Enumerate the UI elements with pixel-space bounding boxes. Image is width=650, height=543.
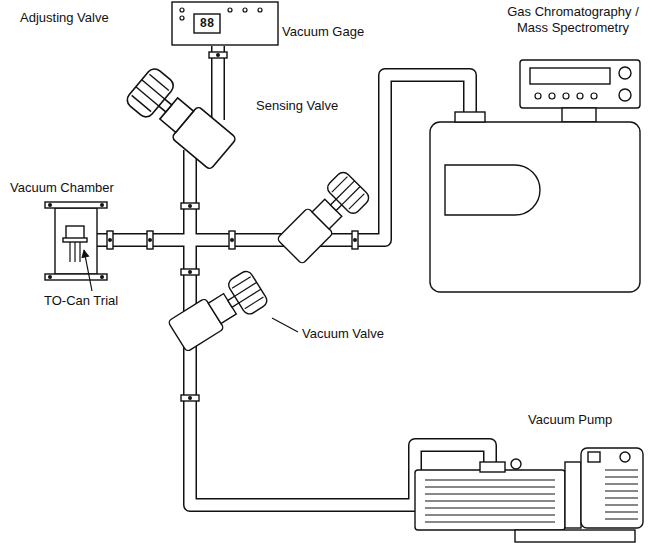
component-label: Gas Chromatography / Mass Spectrometry	[500, 4, 646, 36]
component-label: Adjusting Valve	[20, 10, 109, 26]
display-digits: 88	[200, 17, 214, 31]
cooling-fin	[425, 500, 555, 501]
cooling-fin	[605, 469, 638, 470]
cooling-fin	[605, 504, 638, 505]
component-label: TO-Can Trial	[44, 293, 118, 309]
cooling-fin	[425, 514, 555, 515]
cooling-fin	[425, 486, 555, 487]
cooling-fin	[605, 490, 638, 491]
cooling-fin	[605, 497, 638, 498]
cooling-fin	[425, 507, 555, 508]
cooling-fin	[425, 479, 555, 480]
component-label: Vacuum Pump	[528, 412, 612, 428]
cooling-fin	[605, 476, 638, 477]
component-label: Vacuum Gage	[282, 24, 364, 40]
cooling-fin	[605, 483, 638, 484]
component-label: Vacuum Valve	[302, 326, 384, 342]
cooling-fin	[605, 518, 638, 519]
component-label: Sensing Valve	[256, 98, 338, 114]
cooling-fin	[605, 511, 638, 512]
cooling-fin	[425, 493, 555, 494]
cooling-fin	[425, 521, 555, 522]
component-label: Vacuum Chamber	[10, 180, 114, 196]
